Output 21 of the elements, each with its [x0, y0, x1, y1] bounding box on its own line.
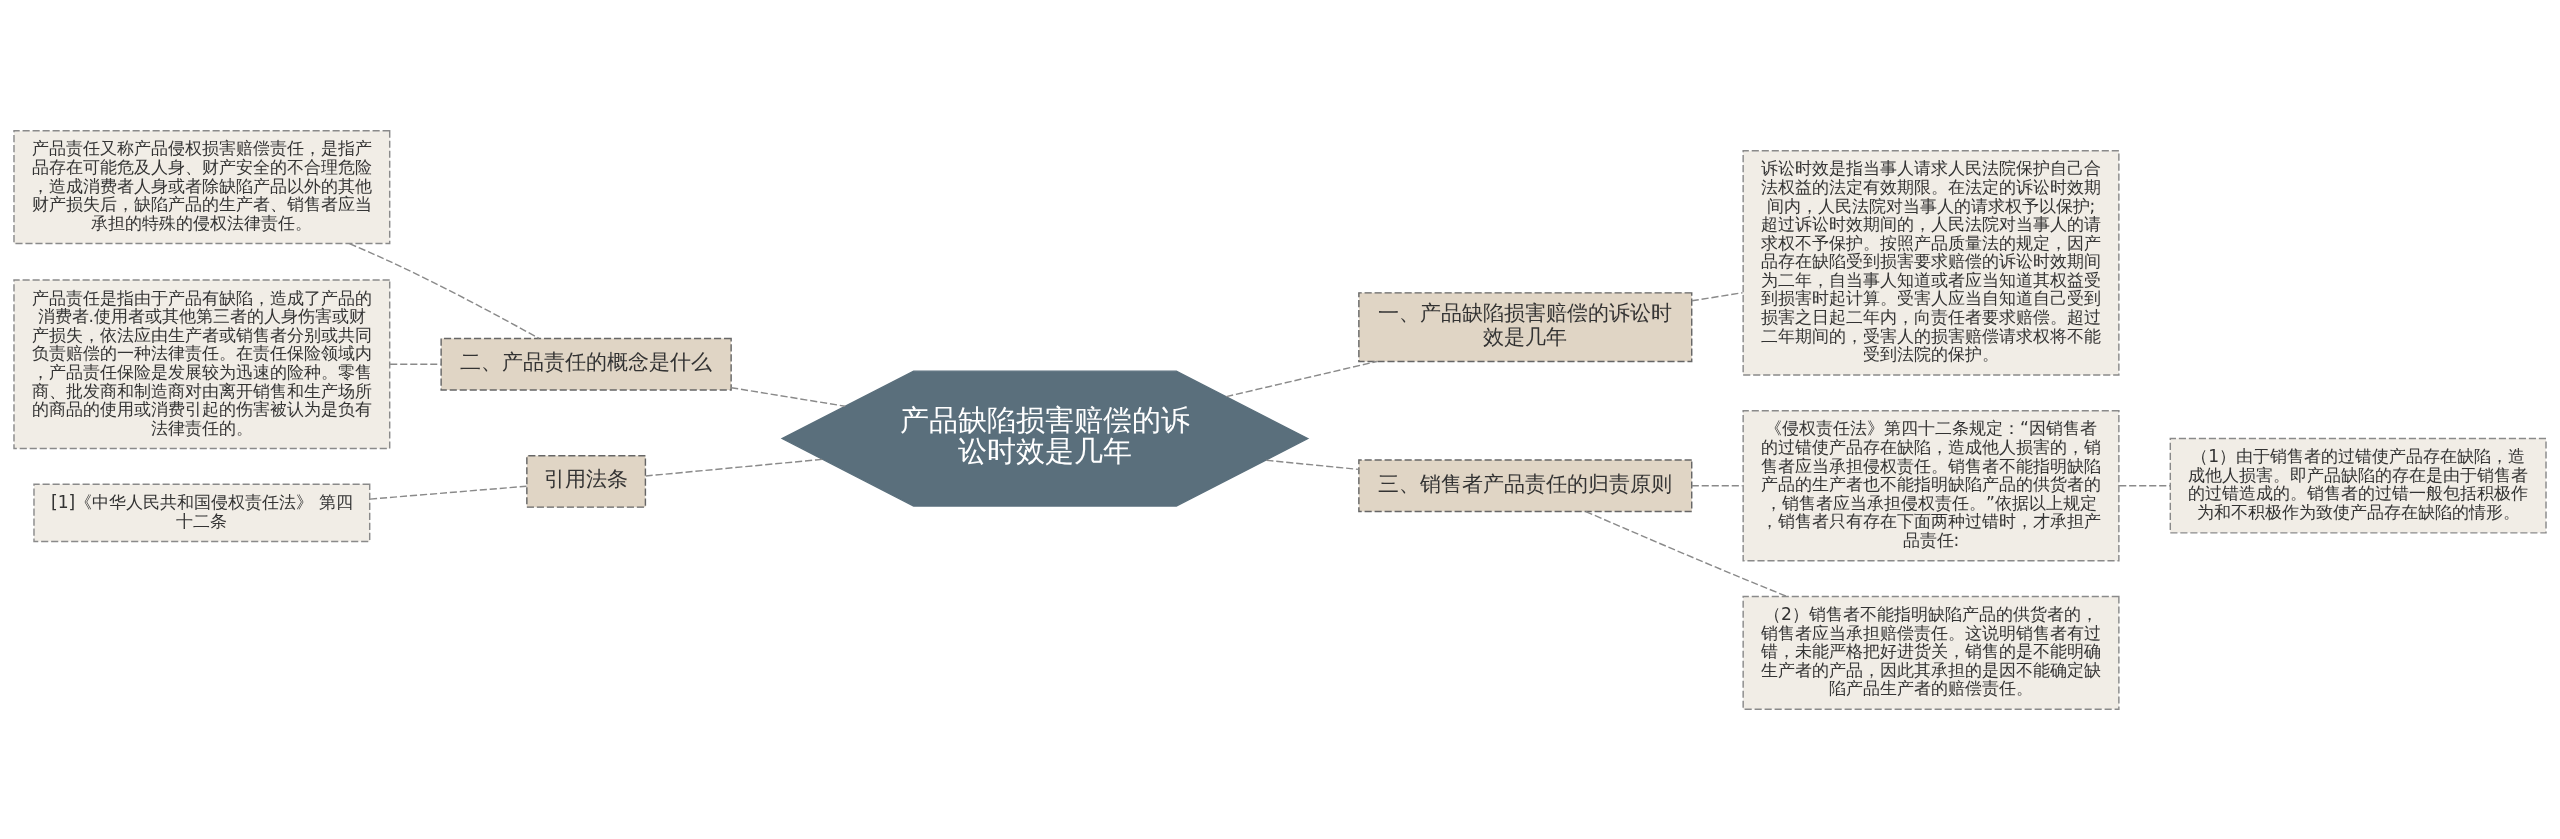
connector [1265, 459, 1360, 470]
node-box: （2）销售者不能指明缺陷产品的供货者的，销售者应当承担赔偿责任。这说明销售者有过错，未能严格把好进货关，销售的是不能明确生产者的产品，因此其承担的是因不能确定缺陷产品生产者的赔偿责任。 [1742, 595, 2120, 710]
connector [645, 458, 824, 477]
connector [348, 242, 540, 339]
connector [1225, 360, 1378, 397]
node-box: 二、产品责任的概念是什么 [440, 337, 732, 391]
node-box: 产品责任是指由于产品有缺陷，造成了产品的消费者.使用者或其他第三者的人身伤害或财产损失，依法应由生产者或销售者分别或共同负责赔偿的一种法律责任。在责任保险领域内，产品责任保险是发展较为迅速的险种。零售商、批发商和制造商对由离开销售和生产场所的商品的使用或消费引起的伤害被认为是负有法律责任的。 [13, 278, 391, 449]
node-box: 《侵权责任法》第四十二条规定：“因销售者的过错使产品存在缺陷，造成他人损害的，销售者应当承担侵权责任。销售者不能指明缺陷产品的生产者也不能指明缺陷产品的供货者的，销售者应当承担侵权责任。”依据以上规定，销售者只有存在下面两种过错时，才承担产品责任: [1742, 409, 2120, 561]
connector [389, 363, 442, 365]
node-box: 诉讼时效是指当事人请求人民法院保护自己合法权益的法定有效期限。在法定的诉讼时效期间内，人民法院对当事人的请求权予以保护;超过诉讼时效期间的，人民法院对当事人的请求权不予保护。按照产品质量法的规定，因产品存在缺陷受到损害要求赔偿的诉讼时效期间为二年，自当事人知道或者应当知道其权益受到损害时起计算。受害人应当自知道自己受到损害之日起二年内，向责任者要求赔偿。超过二年期间的，受害人的损害赔偿请求权将不能受到法院的保护。 [1742, 149, 2120, 376]
node-box: 引用法条 [526, 454, 647, 508]
connector [2118, 484, 2171, 486]
node-box: [1]《中华人民共和国侵权责任法》 第四十二条 [33, 483, 371, 542]
connector [1691, 291, 1744, 302]
connector [369, 485, 528, 500]
node-box: （1）由于销售者的过错使产品存在缺陷，造成他人损害。即产品缺陷的存在是由于销售者的过错造成的。销售者的过错一般包括积极作为和不积极作为致使产品存在缺陷的情形。 [2169, 437, 2547, 534]
node-box: 产品责任又称产品侵权损害赔偿责任，是指产品存在可能危及人身、财产安全的不合理危险，造成消费者人身或者除缺陷产品以外的其他财产损失后，缺陷产品的生产者、销售者应当承担的特殊的侵权法律责任。 [13, 129, 391, 244]
node-box: 三、销售者产品责任的归责原则 [1358, 458, 1693, 512]
connector [1691, 484, 1744, 486]
node-box: 一、产品缺陷损害赔偿的诉讼时效是几年 [1358, 291, 1693, 362]
connector [730, 386, 846, 407]
